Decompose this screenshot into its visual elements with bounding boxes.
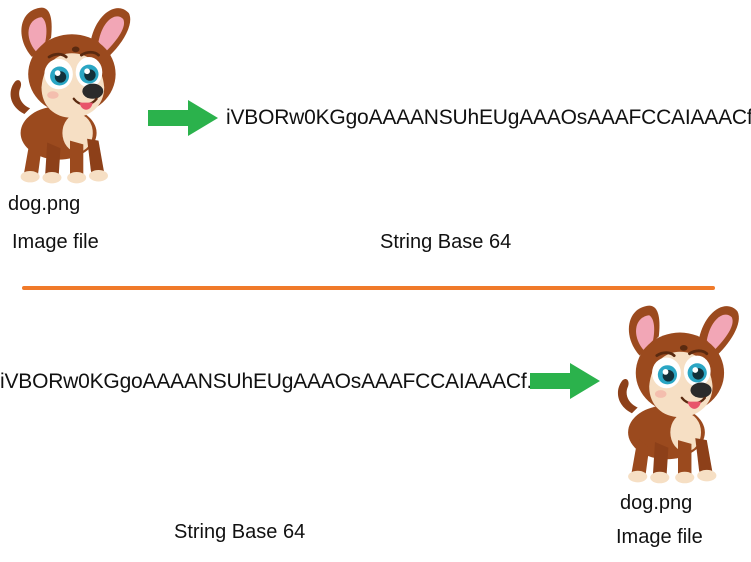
- top-right-arrow-icon: [148, 100, 218, 136]
- top-image-caption: Image file: [12, 231, 99, 253]
- bottom-image-caption: Image file: [616, 526, 703, 548]
- top-dog-image: [0, 0, 140, 200]
- bottom-dog-image: [608, 298, 748, 498]
- bottom-string-caption: String Base 64: [174, 521, 306, 543]
- bottom-right-arrow-icon: [530, 363, 600, 399]
- dog-icon: [608, 298, 748, 490]
- dog-icon: [0, 0, 140, 190]
- top-string-caption: String Base 64: [380, 231, 512, 253]
- top-dog-filename: dog.png: [8, 193, 81, 215]
- top-base64-string: iVBORw0KGgoAAAANSUhEUgAAAOsAAAFCCAIAAACf…: [226, 106, 751, 129]
- bottom-base64-string: iVBORw0KGgoAAAANSUhEUgAAAOsAAAFCCAIAAACf…: [0, 370, 544, 393]
- section-divider: [22, 286, 715, 290]
- bottom-dog-filename: dog.png: [620, 492, 693, 514]
